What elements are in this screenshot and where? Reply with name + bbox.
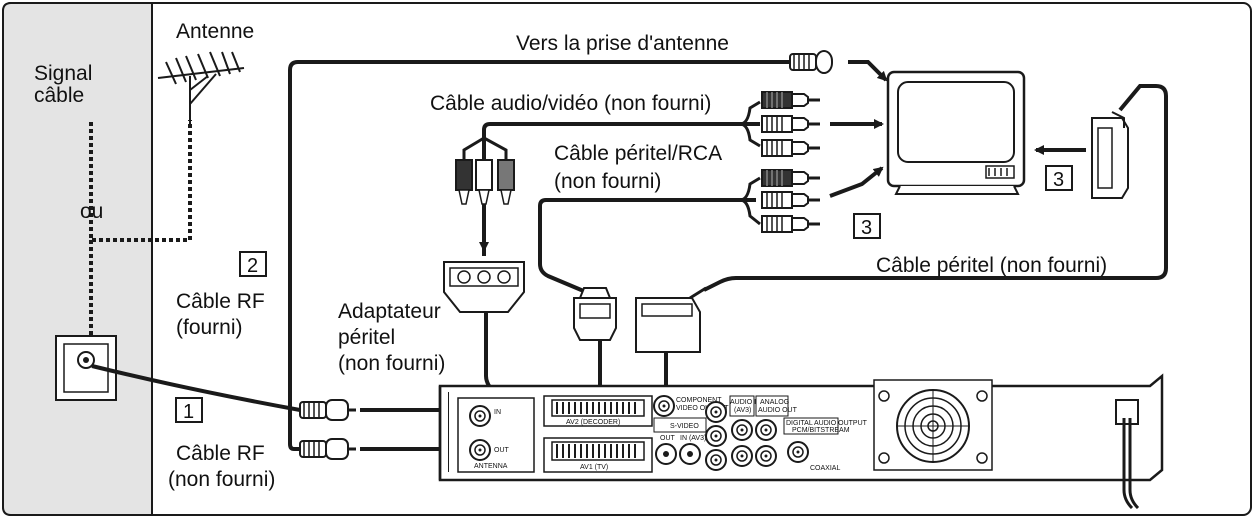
cable-word-label: câble [34, 84, 84, 107]
ant-in-label: IN [494, 409, 501, 416]
av-cable [482, 122, 760, 256]
cable-rf-fourni-label-1: Câble RF [176, 290, 265, 313]
step-3a-box: 3 [853, 213, 881, 239]
step-1-text: 1 [183, 401, 194, 423]
scart-tv-cable [703, 84, 1168, 292]
svideo-in-label: IN (AV3) [680, 435, 706, 442]
component-label-1: COMPONENT [676, 397, 722, 404]
scart-plug-rca [573, 287, 617, 341]
analog-label-2: AUDIO OUT [758, 407, 798, 414]
antenna-label: ANTENNA [474, 463, 508, 470]
ant-out-label: OUT [494, 447, 510, 454]
signal-label: Signal [34, 62, 92, 85]
antenne-label: Antenne [176, 20, 254, 43]
component-label-2: VIDEO OUTPUT [676, 405, 729, 412]
step-3b-text: 3 [1053, 169, 1064, 191]
scart-plug-dvd [635, 286, 707, 353]
cable-av-label: Câble audio/vidéo (non fourni) [430, 92, 711, 115]
scart-rca-cable [538, 198, 756, 294]
signal-dotted-lines [89, 120, 192, 340]
adaptateur-label-3: (non fourni) [338, 352, 445, 375]
cable-rf-fourni-label-2: (fourni) [176, 316, 243, 339]
television [886, 70, 1026, 195]
step-2-box: 2 [239, 251, 267, 277]
audio-in-label-2: (AV3) [734, 407, 751, 414]
svideo-label: S-VIDEO [670, 423, 699, 430]
cable-rf-non-label-1: Câble RF [176, 442, 265, 465]
audio-in-label-1: AUDIO IN [730, 399, 761, 406]
rf-cable-out [288, 60, 790, 451]
ou-label: ou [80, 200, 103, 223]
cable-peritel-rca-label-1: Câble péritel/RCA [554, 142, 722, 165]
analog-label-1: ANALOG [760, 399, 789, 406]
adaptateur-label-1: Adaptateur [338, 300, 441, 323]
scart-adapter [443, 261, 525, 313]
vers-prise-label: Vers la prise d'antenne [516, 32, 729, 55]
step-3b-box: 3 [1045, 165, 1073, 191]
rf-plug-out [298, 437, 358, 461]
rf-plug-tv [789, 50, 833, 74]
digital-label-2: PCM/BITSTREAM [792, 427, 850, 434]
rf-cable-wall [91, 364, 301, 412]
step-1-box: 1 [175, 397, 203, 423]
av2-label: AV2 (DECODER) [566, 419, 620, 426]
svideo-out-label: OUT [660, 435, 676, 442]
cable-rf-non-label-2: (non fourni) [168, 468, 275, 491]
av1-label: AV1 (TV) [580, 464, 608, 471]
coaxial-label: COAXIAL [810, 465, 840, 472]
antenna-icon [157, 51, 245, 124]
adaptateur-label-2: péritel [338, 326, 395, 349]
step-2-text: 2 [247, 255, 258, 277]
cable-peritel-rca-label-2: (non fourni) [554, 170, 661, 193]
rf-plug-in [298, 398, 358, 422]
rca-plugs-vertical [455, 136, 515, 252]
recorder-rear-panel: IN OUT ANTENNA AV2 (DECODER) AV1 (TV) CO… [438, 373, 1164, 510]
step-3a-text: 3 [861, 217, 872, 239]
scart-plug-tv-side [1091, 111, 1129, 199]
cable-peritel-label: Câble péritel (non fourni) [876, 254, 1107, 277]
digital-label-1: DIGITAL AUDIO OUTPUT [786, 420, 868, 427]
